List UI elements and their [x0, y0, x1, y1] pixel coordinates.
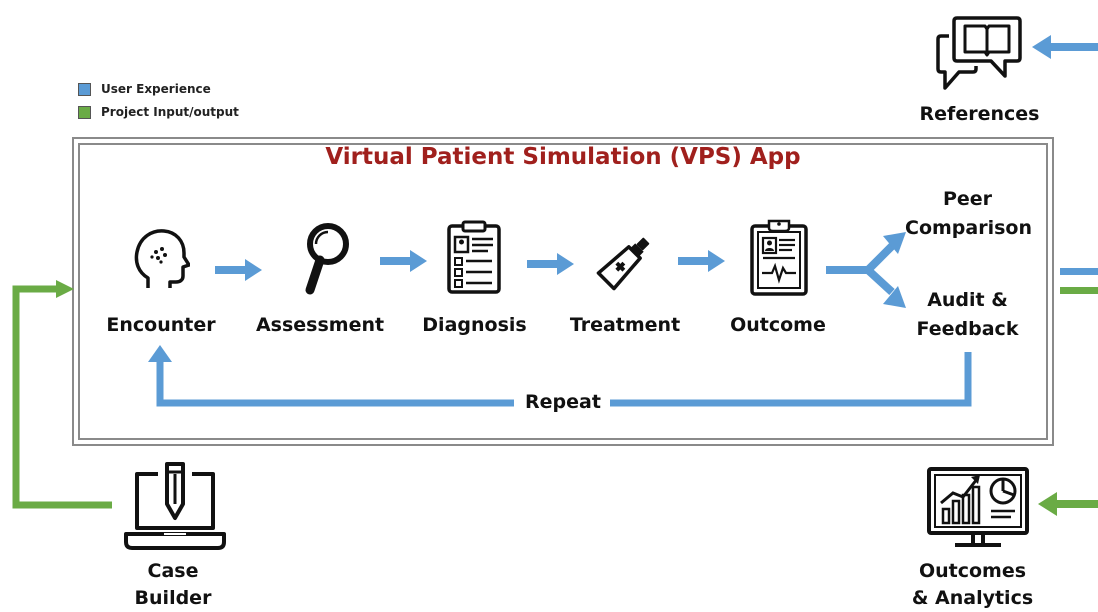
branch-label-feedback: Feedback: [916, 318, 1019, 340]
legend-swatch-blue: [78, 82, 91, 96]
legend-item-project-io: Project Input/output: [78, 105, 239, 119]
legend-item-user-experience: User Experience: [78, 82, 211, 96]
case-builder-connector: [12, 285, 112, 509]
step-label-outcome: Outcome: [730, 314, 826, 336]
case-builder-label-line2: Builder: [134, 587, 212, 609]
branch-connector: [826, 243, 895, 295]
case-builder-label-line1: Case: [147, 560, 199, 582]
outcomes-connector: [1038, 492, 1098, 516]
magnifier-icon: [305, 223, 349, 295]
repeat-loop: [156, 352, 972, 407]
step-arrow-2: [380, 250, 427, 272]
branch-label-audit: Audit &: [927, 289, 1008, 311]
step-arrow-3: [527, 253, 574, 275]
branch-label-comparison: Comparison: [905, 217, 1032, 239]
repeat-arrowhead: [148, 345, 172, 362]
side-link-blue: [1060, 268, 1098, 275]
legend-label: User Experience: [101, 82, 211, 96]
branch-label-peer: Peer: [942, 188, 993, 210]
step-arrow-1: [215, 259, 262, 281]
app-frame-outer: [72, 137, 1054, 446]
clipboard-ecg-icon: [750, 219, 808, 296]
head-icon: [134, 229, 190, 288]
step-arrow-4: [678, 250, 725, 272]
legend-label: Project Input/output: [101, 105, 239, 119]
step-label-diagnosis: Diagnosis: [422, 314, 527, 336]
app-frame-inner: [78, 143, 1048, 440]
case-builder-icon: [124, 462, 226, 550]
repeat-label: Repeat: [518, 388, 608, 416]
app-title: Virtual Patient Simulation (VPS) App: [325, 144, 801, 170]
branch-arrowhead-down: [883, 286, 906, 308]
references-label: References: [919, 103, 1040, 125]
references-connector: [1032, 35, 1098, 59]
step-label-assessment: Assessment: [255, 314, 385, 336]
outcomes-label-line2: & Analytics: [911, 587, 1034, 609]
references-icon: [936, 16, 1022, 90]
step-label-encounter: Encounter: [106, 314, 216, 336]
branch-arrowhead-up: [883, 232, 906, 254]
case-builder-arrowhead: [56, 280, 74, 298]
ointment-tube-icon: [596, 237, 650, 291]
legend-swatch-green: [78, 105, 91, 119]
clipboard-form-icon: [447, 220, 501, 294]
analytics-monitor-icon: [927, 467, 1029, 547]
side-link-green: [1060, 287, 1098, 294]
step-label-treatment: Treatment: [569, 314, 681, 336]
outcomes-label-line1: Outcomes: [918, 560, 1027, 582]
